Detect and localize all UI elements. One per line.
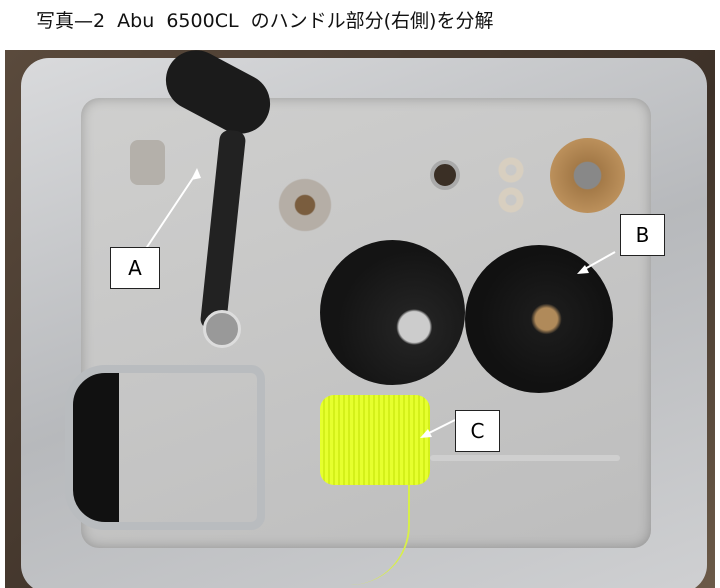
label-c: C (455, 410, 500, 452)
side-plate-inner (465, 245, 613, 393)
washers (495, 155, 527, 215)
reel-frame (65, 365, 265, 530)
reel-disassembly-photo (5, 50, 715, 588)
spool-line (320, 395, 430, 485)
side-plate-outer (320, 240, 465, 385)
label-b: B (620, 214, 665, 256)
bearing (430, 160, 460, 190)
pointer-arrows (144, 168, 616, 438)
handle-nut (203, 310, 241, 348)
star-drag (260, 160, 350, 250)
main-gear (550, 138, 625, 213)
small-plate (130, 140, 165, 185)
line-strand (350, 485, 410, 585)
label-a: A (110, 247, 160, 289)
photo-caption: 写真—2 Abu 6500CL のハンドル部分(右側)を分解 (36, 10, 494, 32)
spool-shaft (430, 455, 620, 461)
